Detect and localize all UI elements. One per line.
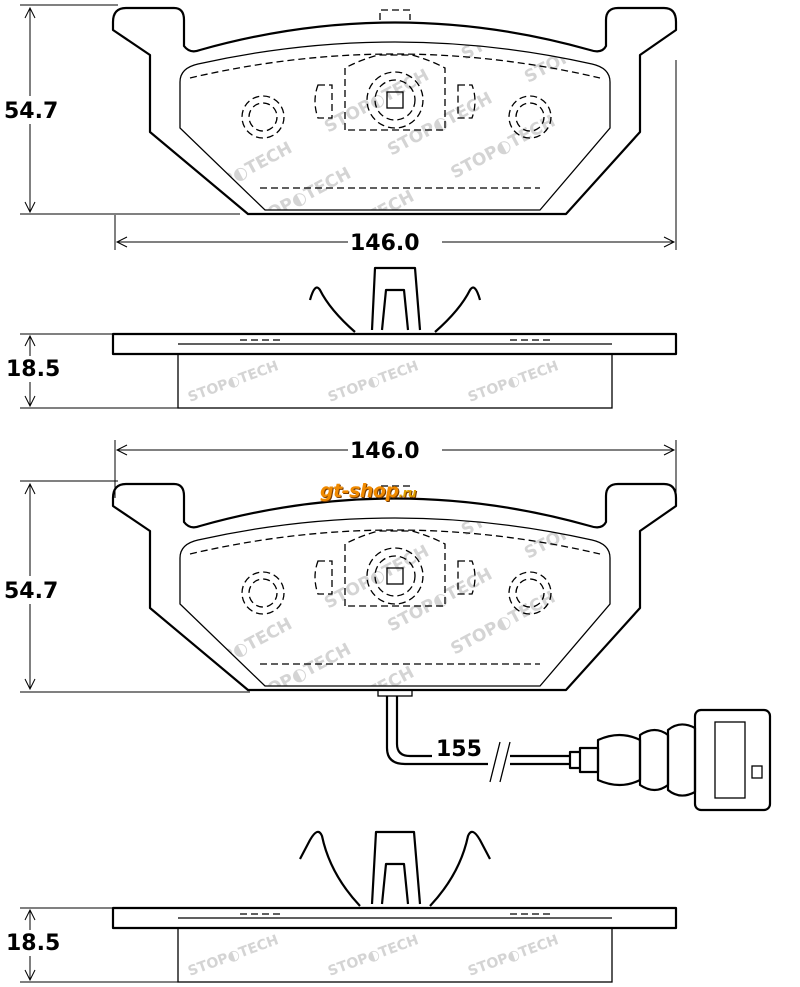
dimension-height-bottom (2, 480, 250, 693)
top-pad-side-view (113, 266, 676, 408)
dimension-height-top (2, 4, 240, 215)
height-label-bottom: 54.7 (4, 579, 58, 604)
gt-shop-logo: gt-shop.ru (320, 480, 417, 502)
dimension-thickness-1 (2, 333, 178, 409)
dimension-sensor-length (432, 734, 494, 760)
wear-sensor-wire (377, 689, 772, 812)
bottom-pad-side-view (113, 830, 676, 982)
dimension-thickness-2 (2, 907, 178, 983)
height-label-top: 54.7 (4, 99, 58, 124)
width-label-bottom: 146.0 (350, 439, 420, 464)
thickness-label-1: 18.5 (6, 357, 60, 382)
thickness-label-2: 18.5 (6, 931, 60, 956)
logo-name: gt-shop (320, 480, 399, 502)
sensor-length-label: 155 (436, 737, 482, 762)
dimension-width-bottom (114, 436, 677, 498)
width-label-top: 146.0 (350, 231, 420, 256)
logo-suffix: .ru (398, 486, 417, 500)
dimension-width-top (114, 60, 677, 256)
